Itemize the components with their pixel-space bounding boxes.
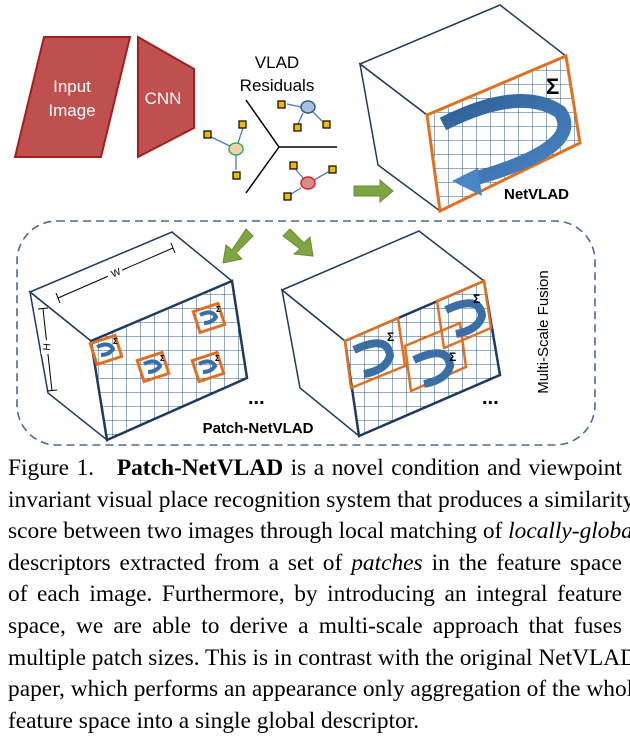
caption-line: score between two images through local m… [8, 518, 630, 545]
caption-line: of each image. Furthermore, by introduci… [8, 581, 622, 608]
height-label: H [42, 343, 54, 351]
green-arrow-right-icon [353, 178, 394, 204]
caption-line: feature space into a single global descr… [8, 707, 420, 734]
netvlad-sigma: Σ [546, 74, 559, 99]
cnn-label: CNN [145, 89, 182, 108]
figure-caption: Figure 1. Patch-NetVLAD is a novel condi… [8, 453, 630, 737]
svg-text:Σ: Σ [113, 337, 118, 346]
caption-bold-term: Patch-NetVLAD [116, 455, 284, 481]
svg-text:Σ: Σ [160, 354, 165, 363]
caption-line: multiple patch sizes. This is in contras… [8, 644, 630, 671]
patch-sigma: Σ [449, 350, 456, 364]
cnn-block: CNN [137, 35, 195, 159]
netvlad-feature-volume: Σ NetVLAD [358, 4, 582, 214]
green-arrow-down-right-icon [282, 228, 314, 257]
patch: Σ [190, 350, 226, 384]
cluster-centre-green [203, 120, 247, 180]
multi-scale-feature-volume: Σ Σ Σ [280, 230, 502, 438]
patch-sigma: Σ [473, 292, 480, 306]
vlad-title-line2: Residuals [240, 76, 315, 95]
ellipsis-left: ... [248, 387, 265, 409]
caption-line: invariant visual place recognition syste… [8, 486, 630, 513]
patch-sigma: Σ [387, 330, 394, 344]
svg-text:Σ: Σ [215, 354, 220, 363]
input-image-block: Input Image [13, 36, 132, 158]
patch-netvlad-figure: Input Image CNN VLAD Residuals [13, 4, 596, 446]
netvlad-label: NetVLAD [504, 186, 569, 203]
ellipsis-right: ... [482, 387, 499, 409]
cluster-centre-red [283, 161, 337, 201]
patch-netvlad-label: Patch-NetVLAD [203, 420, 314, 437]
patch-netvlad-feature-volume: W H Σ Σ Σ Σ [28, 231, 249, 442]
green-arrow-down-left-icon [222, 228, 254, 264]
input-image-label-line1: Input [53, 77, 91, 96]
patch: Σ [191, 301, 227, 335]
svg-text:Σ: Σ [216, 305, 221, 314]
multi-scale-fusion-label: Multi-Scale Fusion [535, 270, 552, 393]
multi-scale-fusion-container [16, 220, 596, 446]
patch: Σ [88, 333, 124, 367]
input-image-label-line2: Image [48, 101, 95, 120]
cluster-centre-blue [277, 100, 331, 132]
caption-line: descriptors extracted from a set of patc… [8, 549, 622, 576]
caption-line: space, we are able to derive a multi-sca… [8, 612, 622, 639]
vlad-residuals-diagram: VLAD Residuals [203, 53, 337, 201]
caption-line: paper, which performs an appearance only… [8, 676, 630, 703]
figure-number: Figure 1. [8, 455, 95, 481]
caption-line: Figure 1. Patch-NetVLAD is a novel condi… [8, 455, 623, 481]
patch: Σ [135, 350, 171, 384]
vlad-title-line1: VLAD [255, 53, 299, 72]
